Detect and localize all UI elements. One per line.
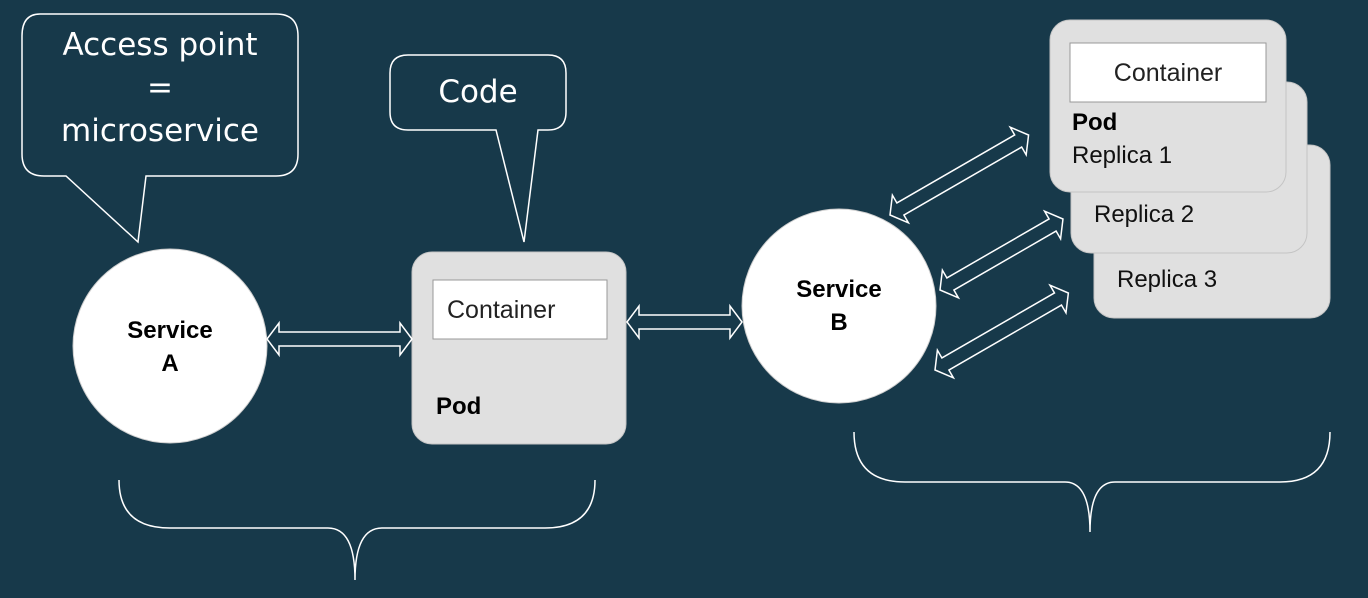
access-point-callout-bubble [21,13,299,244]
arrow-service-b-to-replica-2 [939,209,1064,300]
access-point-line-1: Access point [62,27,258,63]
service-a-circle [72,248,268,444]
service-a-label: Service A [73,314,267,380]
code-callout-text: Code [438,74,518,110]
arrow-service-a-to-pod [266,320,413,358]
pod-stack-pod-label: Pod [1072,109,1118,136]
arrow-service-b-to-replica-3 [934,283,1070,380]
pod-stack-container-box [1069,42,1267,103]
left-brace [118,479,596,581]
service-b-circle [741,208,937,404]
right-brace [853,431,1331,533]
code-callout-bubble [389,54,567,243]
replica-3-label: Replica 3 [1117,266,1218,293]
pod-left-container-label: Container [447,296,556,324]
service-a-line-2: A [161,350,179,377]
service-b-label: Service B [742,273,936,339]
arrow-service-b-to-replica-1 [889,125,1030,225]
service-b-line-1: Service [796,276,882,303]
pod-stack-container-label: Container [1113,59,1223,87]
service-b-line-2: B [830,309,848,336]
access-point-callout-text: Access point = microservice [22,24,298,153]
replica-2-label: Replica 2 [1094,201,1195,228]
arrow-pod-to-service-b [626,303,743,341]
pod-left-pod-label: Pod [436,393,482,420]
access-point-line-2: = [147,70,173,106]
pod-left-container-box [432,279,608,340]
replica-1-label: Replica 1 [1072,142,1173,169]
arrows [266,125,1070,380]
access-point-line-3: microservice [61,113,259,149]
service-a-line-1: Service [127,317,213,344]
